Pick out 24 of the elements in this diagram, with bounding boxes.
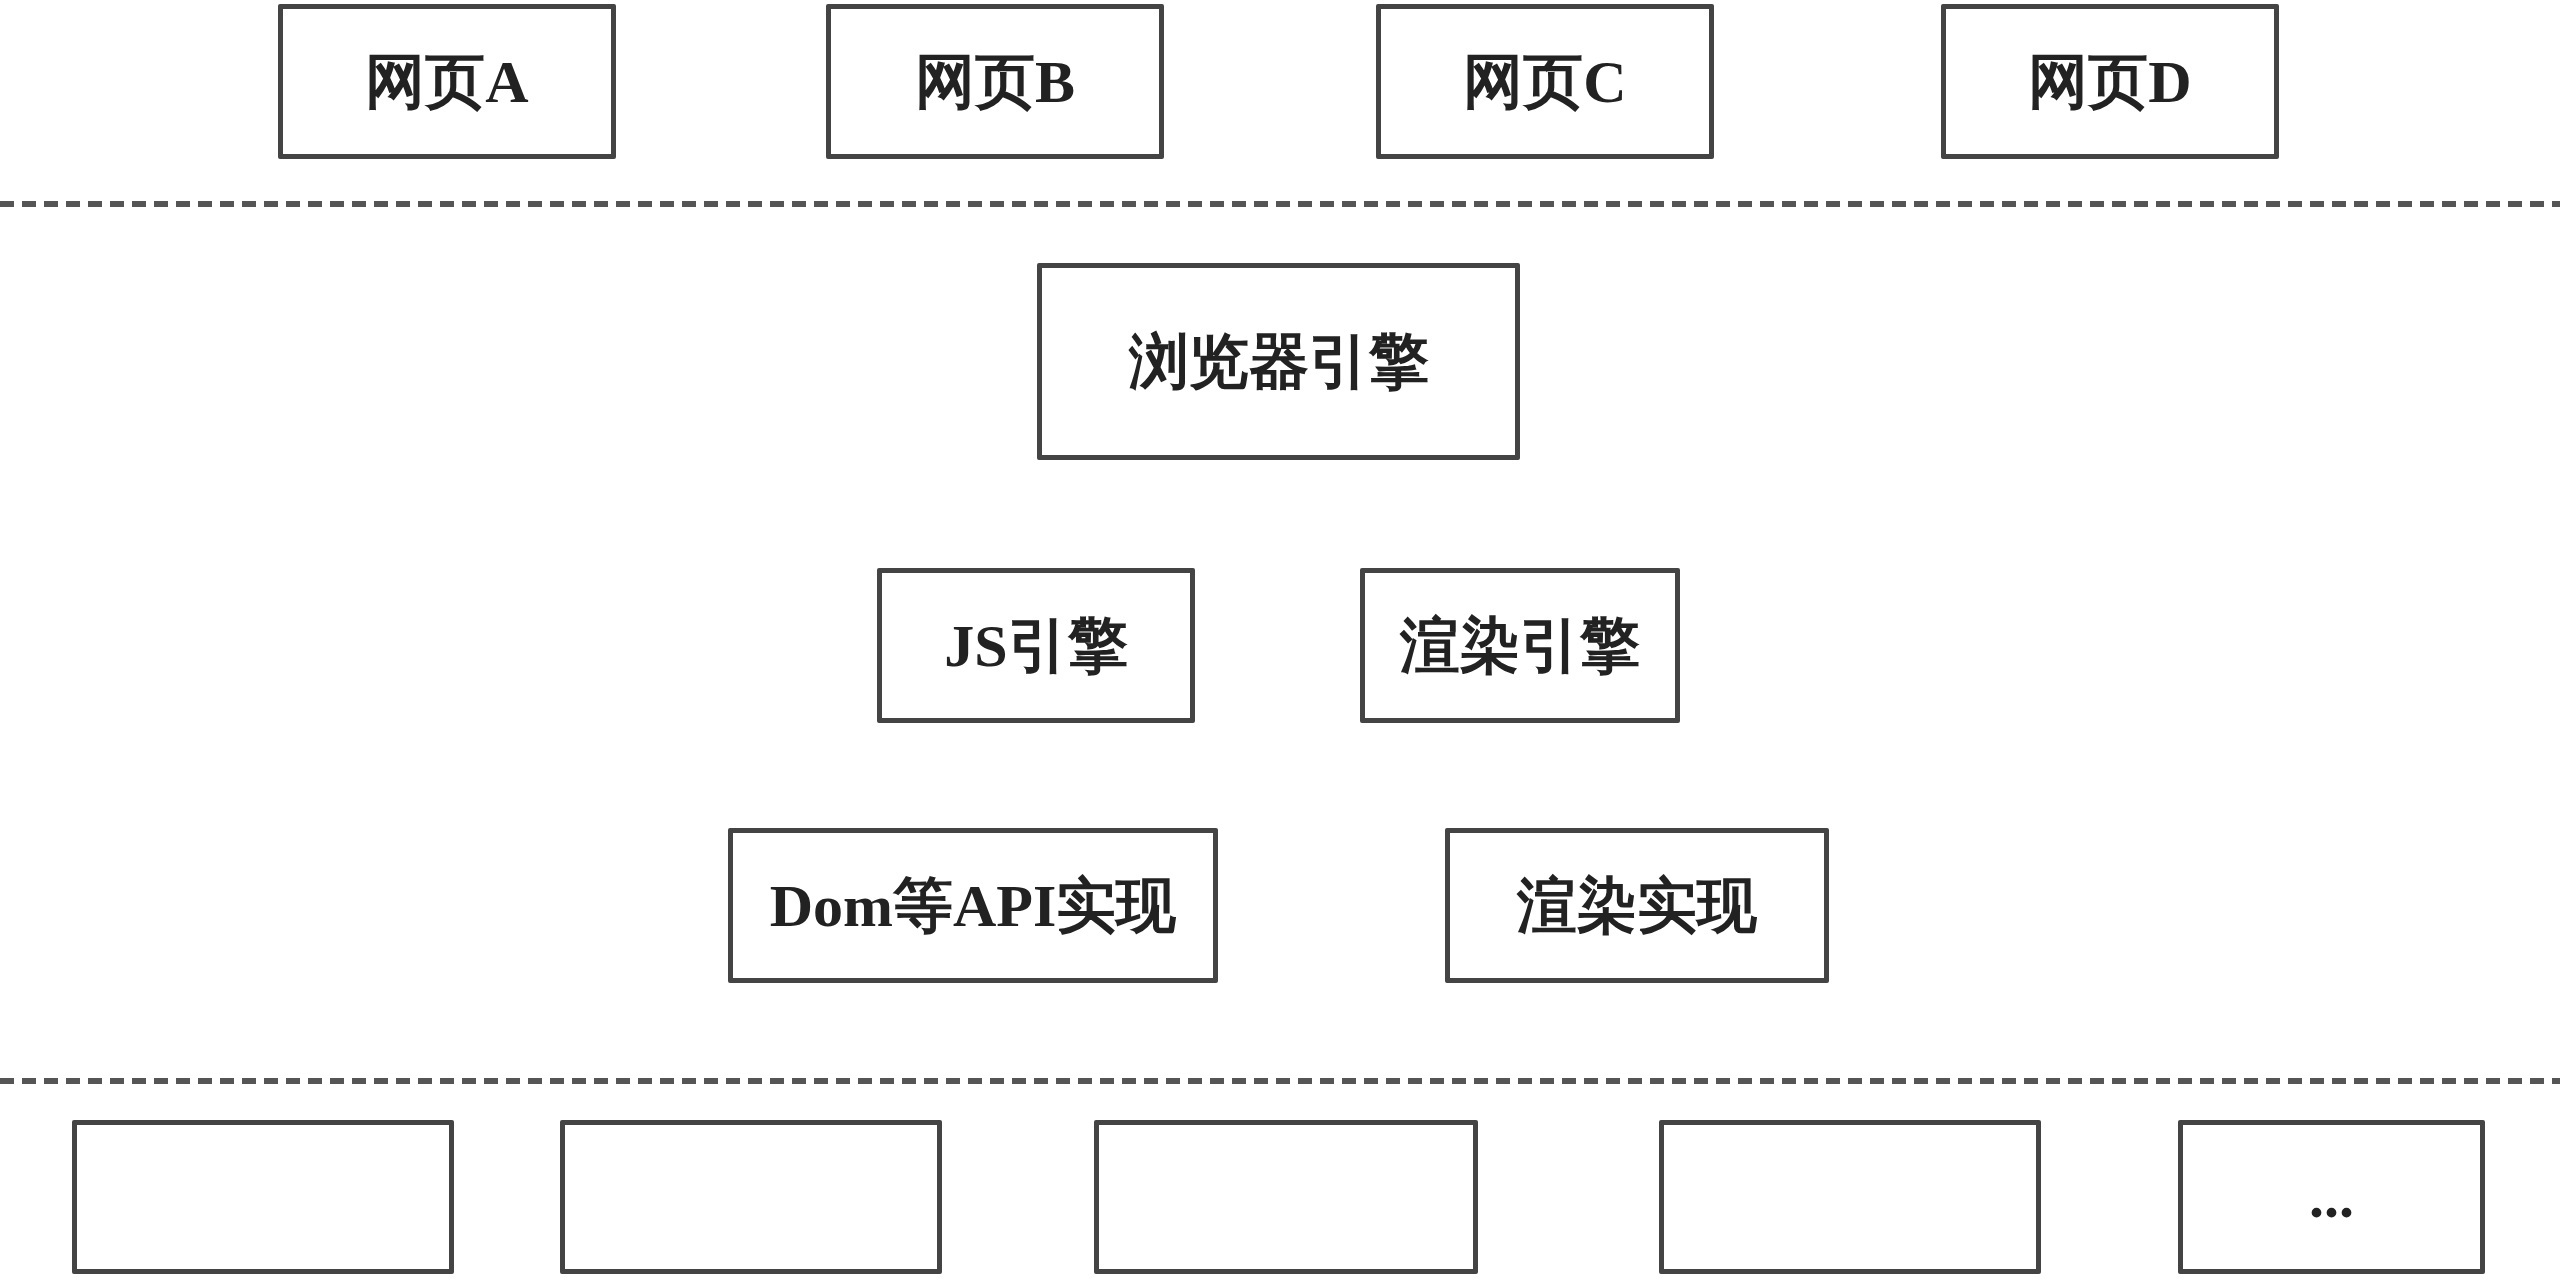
empty-box	[560, 1120, 942, 1274]
layer-box	[1941, 4, 2279, 159]
layer-box	[1360, 568, 1680, 723]
box-label: 网页C	[1463, 48, 1627, 115]
layer-box	[877, 568, 1195, 723]
layer-box	[826, 4, 1164, 159]
layer-box	[728, 828, 1218, 983]
box-label: 网页B	[915, 48, 1075, 115]
box-label: ...	[2309, 1164, 2354, 1230]
box-label: 渲染实现	[1517, 872, 1757, 939]
empty-box	[1094, 1120, 1478, 1274]
layer-box	[1376, 4, 1714, 159]
box-label: 浏览器引擎	[1128, 328, 1429, 395]
layer-box	[1037, 263, 1520, 460]
layer-box	[278, 4, 616, 159]
empty-box	[72, 1120, 454, 1274]
box-label: Dom等API实现	[769, 872, 1177, 939]
box-label: JS引擎	[944, 612, 1128, 679]
box-label: 网页D	[2028, 48, 2192, 115]
box-label: 渲染引擎	[1400, 612, 1640, 679]
empty-box	[1659, 1120, 2041, 1274]
box-label: 网页A	[365, 48, 529, 115]
layer-box	[2178, 1120, 2485, 1274]
layer-box	[1445, 828, 1829, 983]
